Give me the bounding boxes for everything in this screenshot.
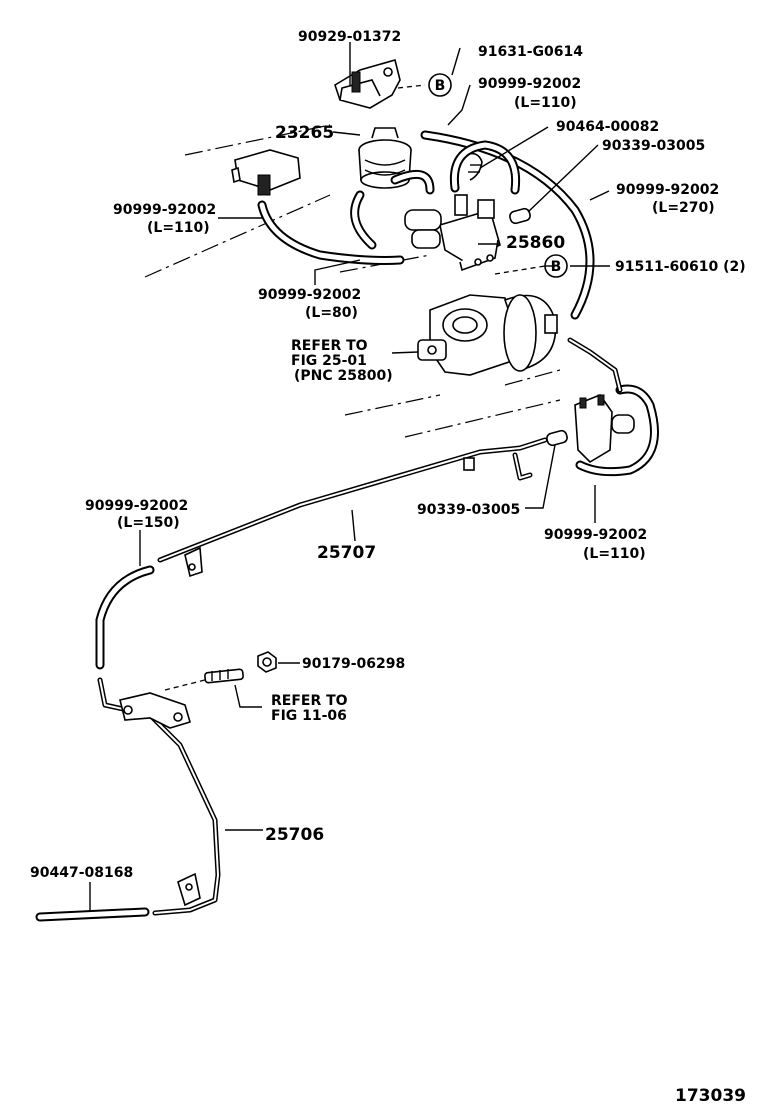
leader-lines: [89, 42, 610, 912]
label-l80: (L=80): [305, 305, 358, 321]
plug-upper: [509, 207, 531, 225]
label-90464-00082: 90464-00082: [556, 119, 659, 135]
marker-b-top: B: [428, 73, 452, 97]
label-l110-f: (L=110): [583, 546, 646, 562]
plug-lower: [546, 429, 568, 447]
dash-link-b-mid: [494, 265, 546, 275]
label-25706: 25706: [265, 825, 324, 845]
bracket-hole-lower: [185, 883, 193, 891]
label-23265: 23265: [275, 123, 334, 143]
label-25860: 25860: [506, 233, 565, 253]
marker-b-mid-text: B: [551, 259, 562, 275]
vsv-assembly-part: [404, 194, 501, 272]
label-refer-25-line2: FIG 25-01: [291, 353, 367, 369]
nut-part: [257, 651, 277, 673]
label-refer-11-line2: FIG 11-06: [271, 708, 347, 724]
label-90339-03005-a: 90339-03005: [602, 138, 705, 154]
actuator-part: [417, 294, 558, 376]
label-l150: (L=150): [117, 515, 180, 531]
label-l110-c: (L=110): [147, 220, 210, 236]
label-90447-08168: 90447-08168: [30, 865, 133, 881]
label-90999-92002-c: 90999-92002: [113, 202, 216, 218]
pipe-bracket-middle: [119, 692, 191, 729]
engine-outline: [144, 124, 561, 438]
label-l270: (L=270): [652, 200, 715, 216]
label-91631-g0614: 91631-G0614: [478, 44, 583, 60]
sensor-part: [231, 149, 301, 196]
bracket-hole-middle: [123, 705, 133, 715]
label-90999-92002-a: 90999-92002: [478, 76, 581, 92]
hoses: [35, 130, 659, 922]
label-90999-92002-f: 90999-92002: [544, 527, 647, 543]
label-90929-01372: 90929-01372: [298, 29, 401, 45]
bracket-hole-upper: [188, 563, 196, 571]
clip-part: [464, 152, 483, 181]
label-90999-92002-e: 90999-92002: [85, 498, 188, 514]
label-90339-03005-b: 90339-03005: [417, 502, 520, 518]
pipe-bracket-right: [463, 457, 475, 471]
label-refer-25-line1: REFER TO: [291, 338, 368, 354]
bracket-part: [334, 59, 401, 109]
label-l110-a: (L=110): [514, 95, 577, 111]
stud-part: [204, 668, 244, 684]
bracket-hole-middle-2: [173, 712, 183, 722]
pipe-bracket-upper: [184, 546, 203, 578]
figure-number: 173039: [675, 1086, 746, 1106]
marker-b-top-text: B: [435, 78, 446, 94]
lower-vsv-part: [574, 394, 635, 464]
label-refer-11-line1: REFER TO: [271, 693, 348, 709]
label-90999-92002-b: 90999-92002: [616, 182, 719, 198]
dash-link-b-top: [397, 84, 426, 89]
label-90999-92002-d: 90999-92002: [258, 287, 361, 303]
dash-stud: [164, 679, 206, 691]
label-25707: 25707: [317, 543, 376, 563]
label-90179-06298: 90179-06298: [302, 656, 405, 672]
pipes: [97, 337, 623, 916]
label-refer-25-line3: (PNC 25800): [294, 368, 393, 384]
label-91511-60610: 91511-60610 (2): [615, 259, 746, 275]
